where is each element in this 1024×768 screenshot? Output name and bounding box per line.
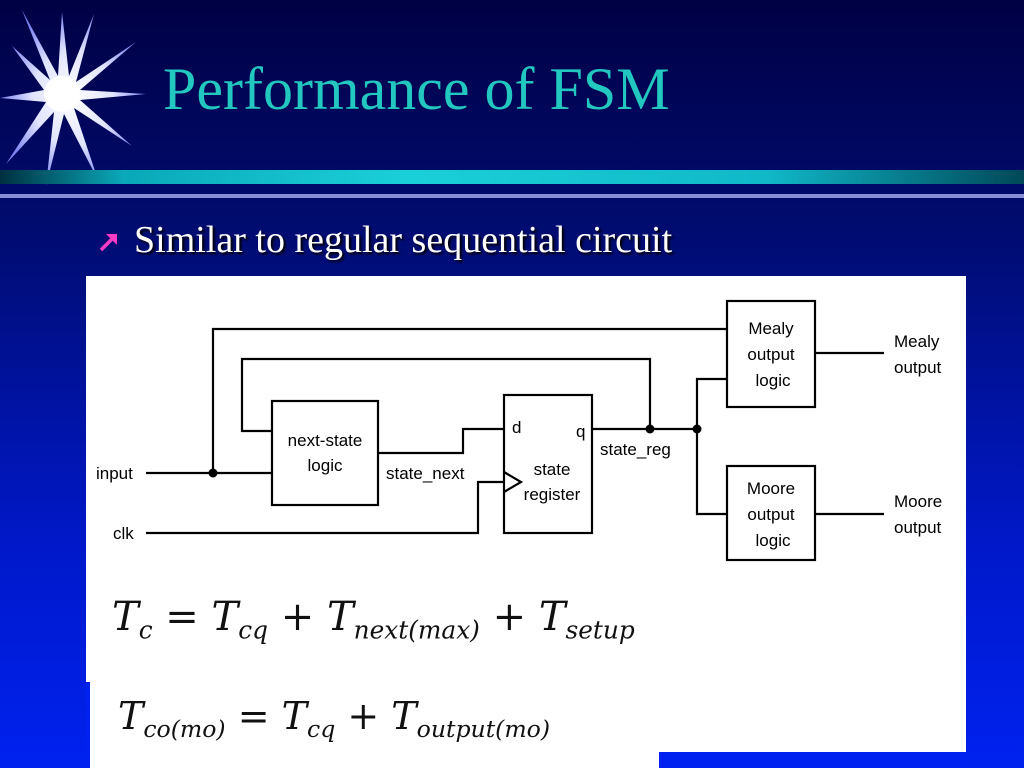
to-mealy-logic-wire bbox=[695, 377, 727, 429]
input-junction bbox=[208, 468, 218, 478]
eq1-t1: T bbox=[211, 594, 239, 640]
state-feedback-wire bbox=[240, 357, 652, 433]
clk-wire bbox=[146, 480, 504, 535]
eq1-t1-sub: cq bbox=[238, 615, 268, 645]
eq1-lhs-sub: c bbox=[138, 615, 153, 645]
q-label: q bbox=[576, 422, 585, 441]
bullet-text: Similar to regular sequential circuit bbox=[134, 219, 673, 261]
input-to-mealy-wire bbox=[211, 327, 727, 473]
d-label: d bbox=[512, 418, 521, 437]
to-moore-logic-wire bbox=[695, 429, 727, 516]
moore-box-label-1: Moore bbox=[747, 479, 795, 498]
bullet-item: Similar to regular sequential circuit bbox=[96, 218, 672, 262]
mealy-box-label-3: logic bbox=[756, 371, 791, 390]
eq2-t1-sub: cq bbox=[307, 715, 336, 744]
eq1-t2: T bbox=[326, 594, 354, 640]
mealy-output-label-1: Mealy bbox=[894, 332, 940, 351]
next-state-label-2: logic bbox=[308, 456, 343, 475]
slide-title: Performance of FSM bbox=[163, 56, 670, 122]
moore-output-label-2: output bbox=[894, 518, 942, 537]
eq2-plus1: + bbox=[347, 694, 380, 738]
eq1-plus2: + bbox=[492, 594, 527, 640]
arrow-up-right-icon bbox=[99, 234, 117, 252]
state-next-wire bbox=[378, 427, 504, 455]
state-reg-label: state_reg bbox=[600, 440, 671, 459]
mealy-box-label-1: Mealy bbox=[748, 319, 794, 338]
next-state-logic-box bbox=[270, 399, 380, 507]
eq2-t2-sub: output(mo) bbox=[416, 715, 551, 744]
register-label-2: register bbox=[524, 485, 581, 504]
mealy-box-label-2: output bbox=[747, 345, 795, 364]
moore-box-label-3: logic bbox=[756, 531, 791, 550]
eq2-t1: T bbox=[281, 694, 307, 738]
eq1-equals: = bbox=[165, 594, 199, 640]
starburst-icon bbox=[0, 10, 146, 186]
eq2-lhs-sub: co(mo) bbox=[143, 715, 226, 744]
fsm-figure: input clk next-state logic state_next d … bbox=[86, 276, 966, 768]
clock-period-equation: Tc = Tcq + Tnext(max) + Tsetup bbox=[112, 594, 635, 645]
eq1-plus1: + bbox=[280, 594, 315, 640]
eq2-lhs: T bbox=[118, 694, 144, 738]
title-underline-bar bbox=[0, 170, 1024, 184]
state-register-box bbox=[502, 393, 594, 535]
clock-to-output-equation: Tco(mo) = Tcq + Toutput(mo) bbox=[118, 694, 550, 743]
next-state-label-1: next-state bbox=[288, 431, 363, 450]
clock-input-marker bbox=[503, 471, 524, 493]
eq1-lhs: T bbox=[112, 594, 139, 640]
moore-output-label-1: Moore bbox=[894, 492, 942, 511]
moore-box-label-2: output bbox=[747, 505, 795, 524]
input-label: input bbox=[96, 464, 133, 483]
title-divider-line bbox=[0, 194, 1024, 198]
fsm-block-diagram: input clk next-state logic state_next d … bbox=[96, 299, 942, 562]
eq2-t2: T bbox=[391, 694, 417, 738]
mealy-output-label-2: output bbox=[894, 358, 942, 377]
eq1-t3: T bbox=[538, 594, 566, 640]
mealy-output-logic-box bbox=[725, 299, 817, 409]
eq1-t3-sub: setup bbox=[565, 615, 635, 645]
feedback-junction bbox=[645, 424, 655, 434]
eq2-equals: = bbox=[237, 694, 270, 738]
state-next-label: state_next bbox=[386, 464, 465, 483]
output-junction bbox=[692, 424, 702, 434]
clk-label: clk bbox=[113, 524, 134, 543]
register-label-1: state bbox=[534, 460, 571, 479]
eq1-t2-sub: next(max) bbox=[353, 615, 480, 645]
